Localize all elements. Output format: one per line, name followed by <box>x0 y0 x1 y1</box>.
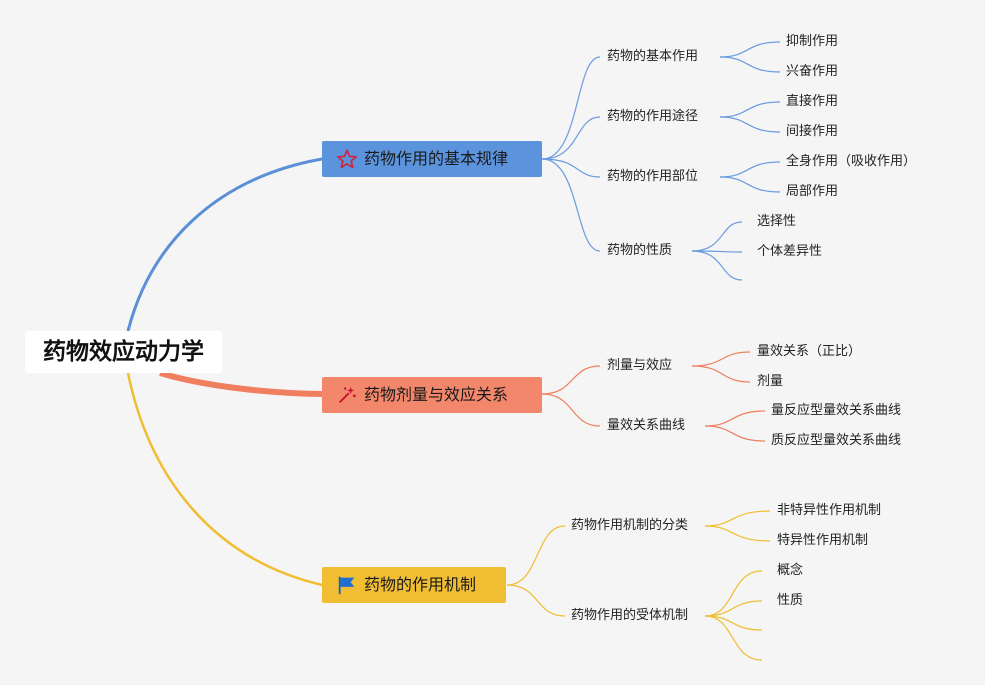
link-b1-leaf <box>691 221 743 252</box>
leaf-node[interactable]: 性质 <box>777 593 804 608</box>
leaf-node[interactable]: 抑制作用 <box>786 34 839 49</box>
link-b3-leaf <box>704 570 763 617</box>
link-b3-leaf <box>704 525 771 542</box>
link-b3-sub-1 <box>506 525 566 586</box>
flag-icon <box>336 574 358 596</box>
leaf-node[interactable]: 间接作用 <box>786 124 839 139</box>
branch-label: 药物剂量与效应关系 <box>364 385 509 404</box>
link-b1-sub-1 <box>541 56 601 160</box>
link-b1-sub-2 <box>541 116 601 160</box>
leaf-node[interactable]: 全身作用（吸收作用） <box>786 154 917 169</box>
sub-node[interactable]: 药物作用的受体机制 <box>571 608 689 623</box>
link-b2-leaf <box>704 425 766 442</box>
branch-mechanism[interactable]: 药物的作用机制 <box>322 567 506 603</box>
link-b2-leaf <box>691 351 751 367</box>
branch-basic-rules[interactable]: 药物作用的基本规律 <box>322 141 542 177</box>
leaf-node[interactable]: 兴奋作用 <box>786 64 839 79</box>
link-b3-leaf <box>704 510 771 527</box>
leaf-node[interactable]: 选择性 <box>757 214 797 229</box>
link-b3-leaf <box>704 615 763 631</box>
link-b1-leaf <box>719 161 781 178</box>
sub-node[interactable]: 剂量与效应 <box>607 358 673 373</box>
leaf-node[interactable]: 局部作用 <box>786 184 839 199</box>
link-b3-leaf <box>704 600 763 617</box>
leaf-node[interactable]: 直接作用 <box>786 94 839 109</box>
star-icon <box>336 148 358 170</box>
leaf-node[interactable]: 个体差异性 <box>757 244 823 259</box>
sub-node[interactable]: 药物的性质 <box>607 243 673 258</box>
branch-dose-effect[interactable]: 药物剂量与效应关系 <box>322 377 542 413</box>
branch-label: 药物作用的基本规律 <box>364 149 509 168</box>
leaf-node[interactable]: 量效关系（正比） <box>757 344 862 359</box>
link-b1-leaf <box>719 176 781 193</box>
link-b1-sub-3 <box>541 158 601 178</box>
sparkle-icon <box>336 384 358 406</box>
sub-node[interactable]: 药物的作用部位 <box>607 169 699 184</box>
leaf-node[interactable]: 概念 <box>777 563 804 578</box>
link-b3-sub-2 <box>506 584 566 617</box>
link-b1-leaf <box>719 116 781 133</box>
link-b2-leaf <box>704 410 766 427</box>
link-b1-leaf <box>719 56 781 73</box>
leaf-node[interactable]: 剂量 <box>757 374 784 389</box>
sub-node[interactable]: 药物作用机制的分类 <box>571 518 689 533</box>
link-root-branch-2 <box>159 370 323 397</box>
leaf-node[interactable]: 量反应型量效关系曲线 <box>771 403 902 418</box>
root-node[interactable]: 药物效应动力学 <box>25 331 222 373</box>
leaf-node[interactable]: 质反应型量效关系曲线 <box>771 433 902 448</box>
sub-node[interactable]: 药物的基本作用 <box>607 49 699 64</box>
link-b1-sub-4 <box>541 158 601 252</box>
leaf-node[interactable]: 非特异性作用机制 <box>777 503 882 518</box>
link-root-branch-3 <box>126 372 323 587</box>
link-b2-leaf <box>691 365 751 383</box>
link-b1-leaf <box>719 101 781 118</box>
link-b2-sub-2 <box>541 393 601 427</box>
branch-label: 药物的作用机制 <box>364 575 477 594</box>
link-b2-sub-1 <box>541 365 601 395</box>
link-b1-leaf <box>719 41 781 58</box>
sub-node[interactable]: 量效关系曲线 <box>607 418 686 433</box>
leaf-node[interactable]: 特异性作用机制 <box>777 533 869 548</box>
link-b3-leaf <box>704 615 763 661</box>
link-b1-leaf <box>691 250 743 281</box>
link-root-branch-1 <box>126 157 323 332</box>
sub-node[interactable]: 药物的作用途径 <box>607 109 699 124</box>
